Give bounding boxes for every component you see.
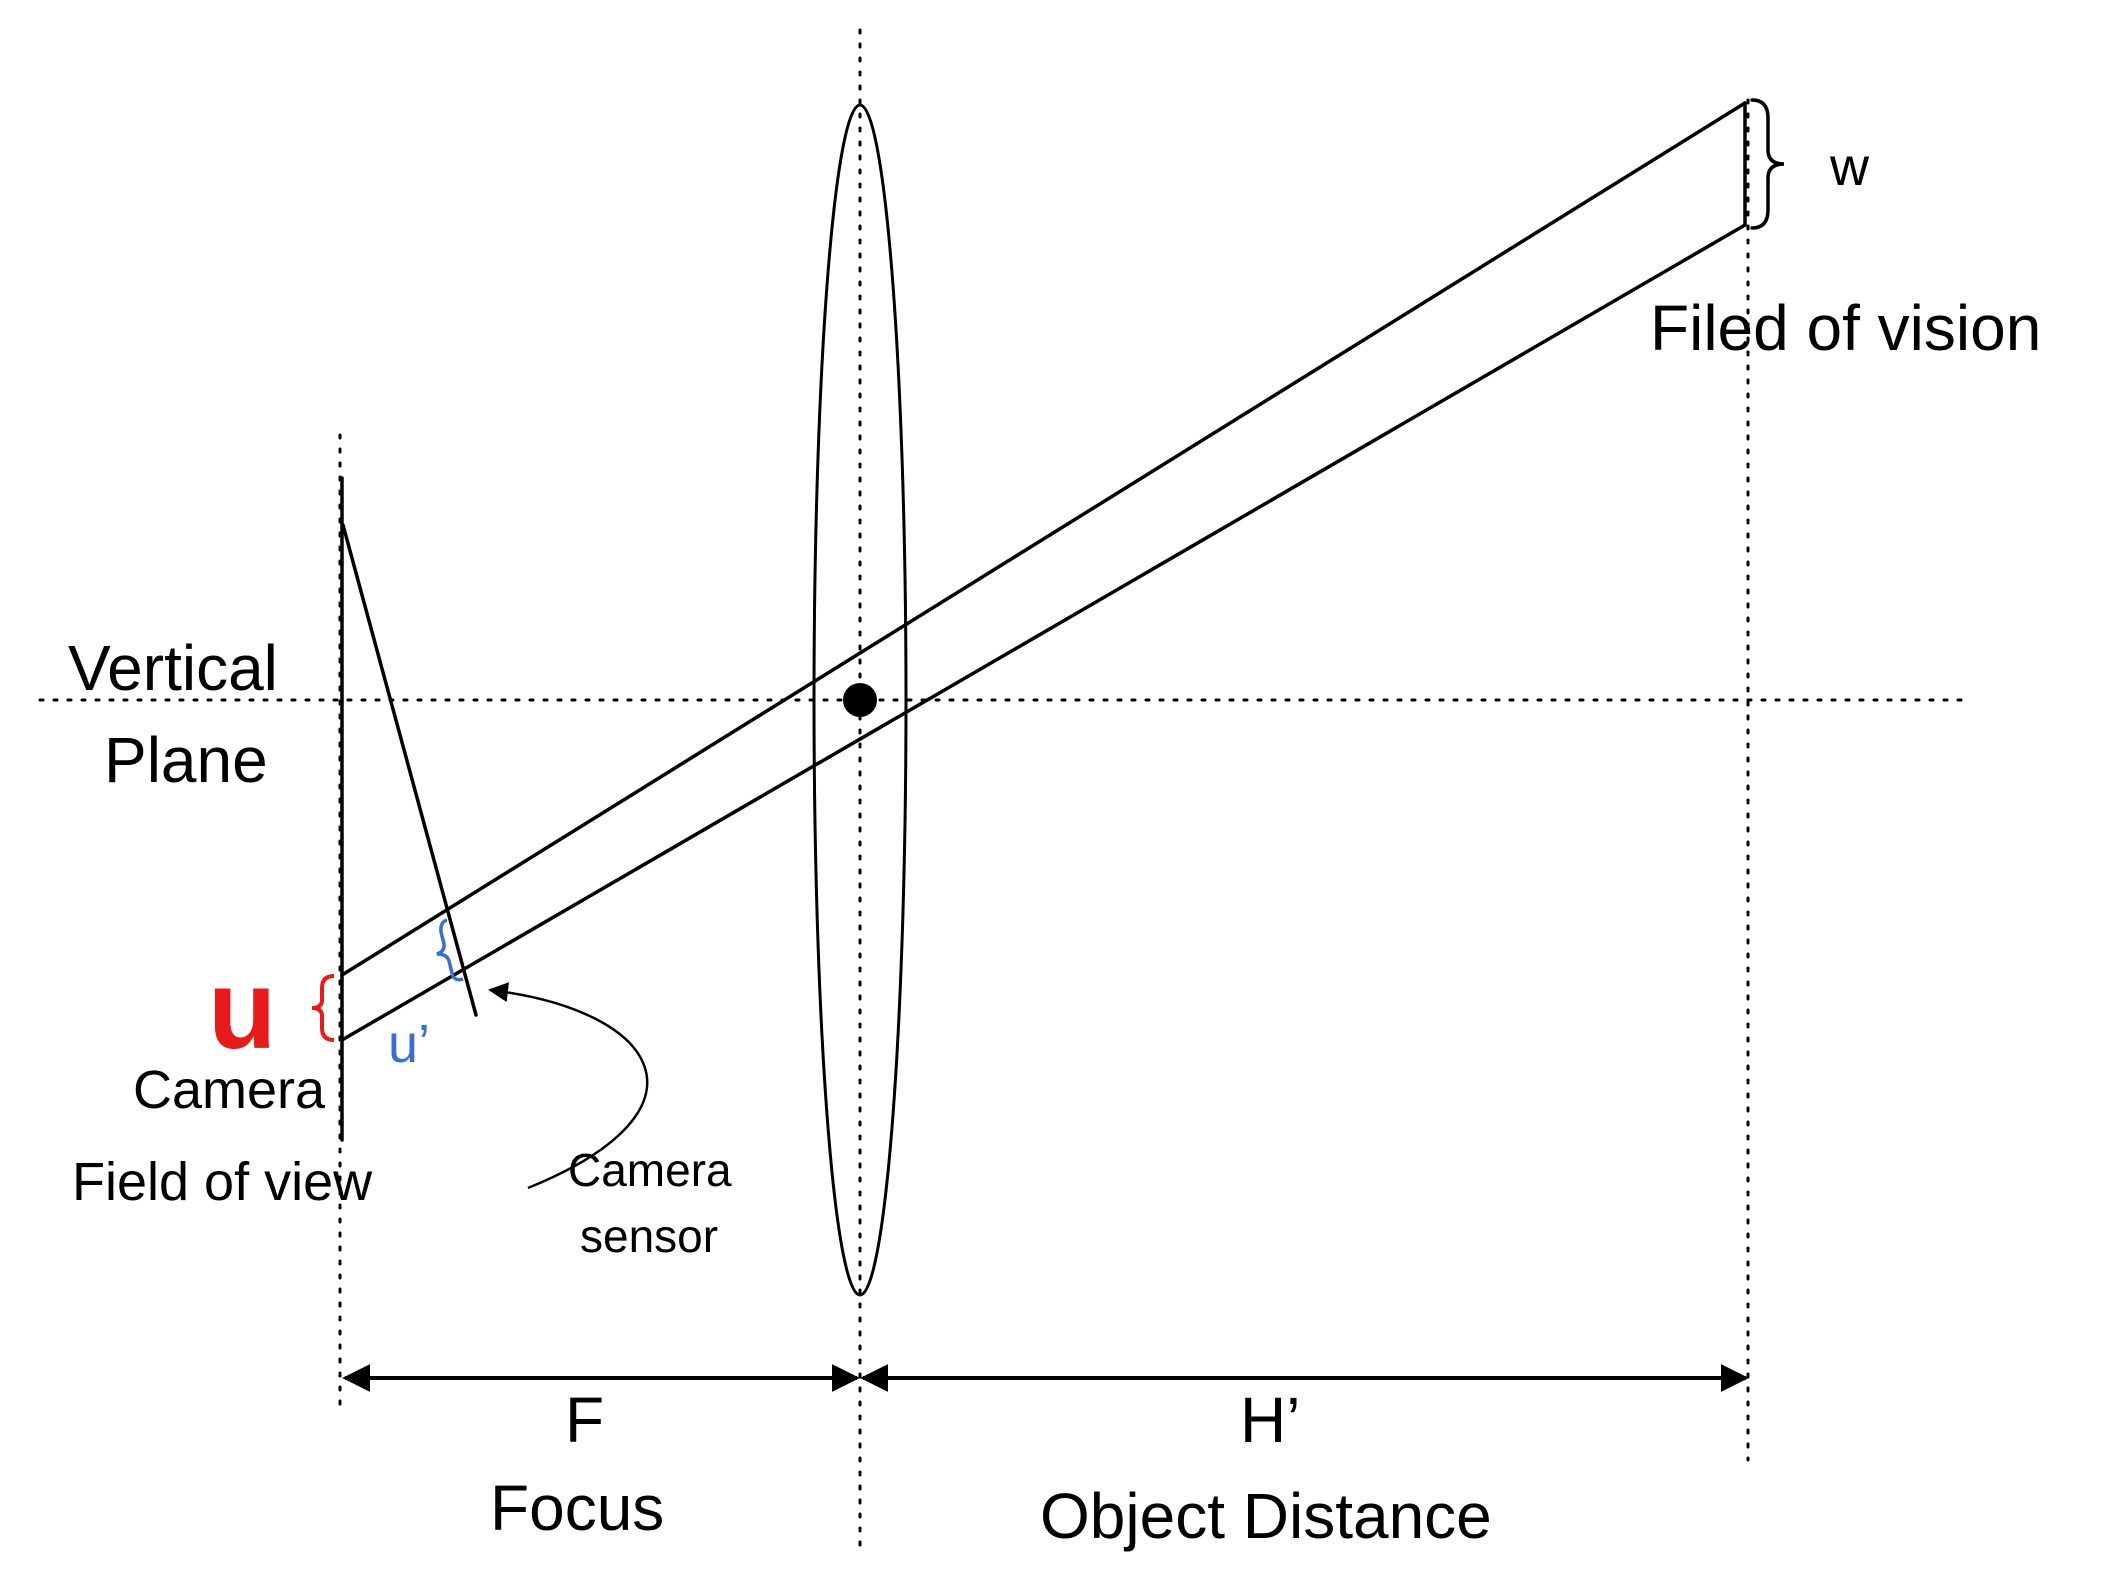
vertical-label: Vertical bbox=[68, 632, 278, 704]
field-of-view-label: Field of view bbox=[72, 1152, 373, 1212]
u-label: u bbox=[208, 947, 276, 1072]
w-brace bbox=[1750, 98, 1785, 230]
camera-sensor-line bbox=[341, 523, 478, 1017]
ray-upper bbox=[340, 101, 1747, 977]
u-prime-label: u’ bbox=[388, 1014, 430, 1074]
ray-lower bbox=[340, 223, 1747, 1042]
sensor-pointer-arrow bbox=[488, 982, 649, 1190]
u-prime-brace bbox=[436, 918, 464, 982]
field-of-vision-label: Filed of vision bbox=[1650, 292, 2041, 364]
object-distance-label: Object Distance bbox=[1040, 1480, 1492, 1552]
plane-label: Plane bbox=[104, 724, 268, 796]
camera-sensor-label-line1: Camera bbox=[568, 1144, 732, 1196]
f-label: F bbox=[565, 1384, 604, 1456]
focus-label: Focus bbox=[490, 1472, 664, 1544]
u-brace bbox=[311, 974, 335, 1042]
lens-center-point bbox=[843, 683, 877, 717]
camera-sensor-label-line2: sensor bbox=[580, 1210, 718, 1262]
w-label: w bbox=[1829, 137, 1870, 197]
h-prime-label: H’ bbox=[1240, 1384, 1300, 1456]
lens bbox=[812, 103, 908, 1297]
camera-label: Camera bbox=[133, 1060, 326, 1120]
